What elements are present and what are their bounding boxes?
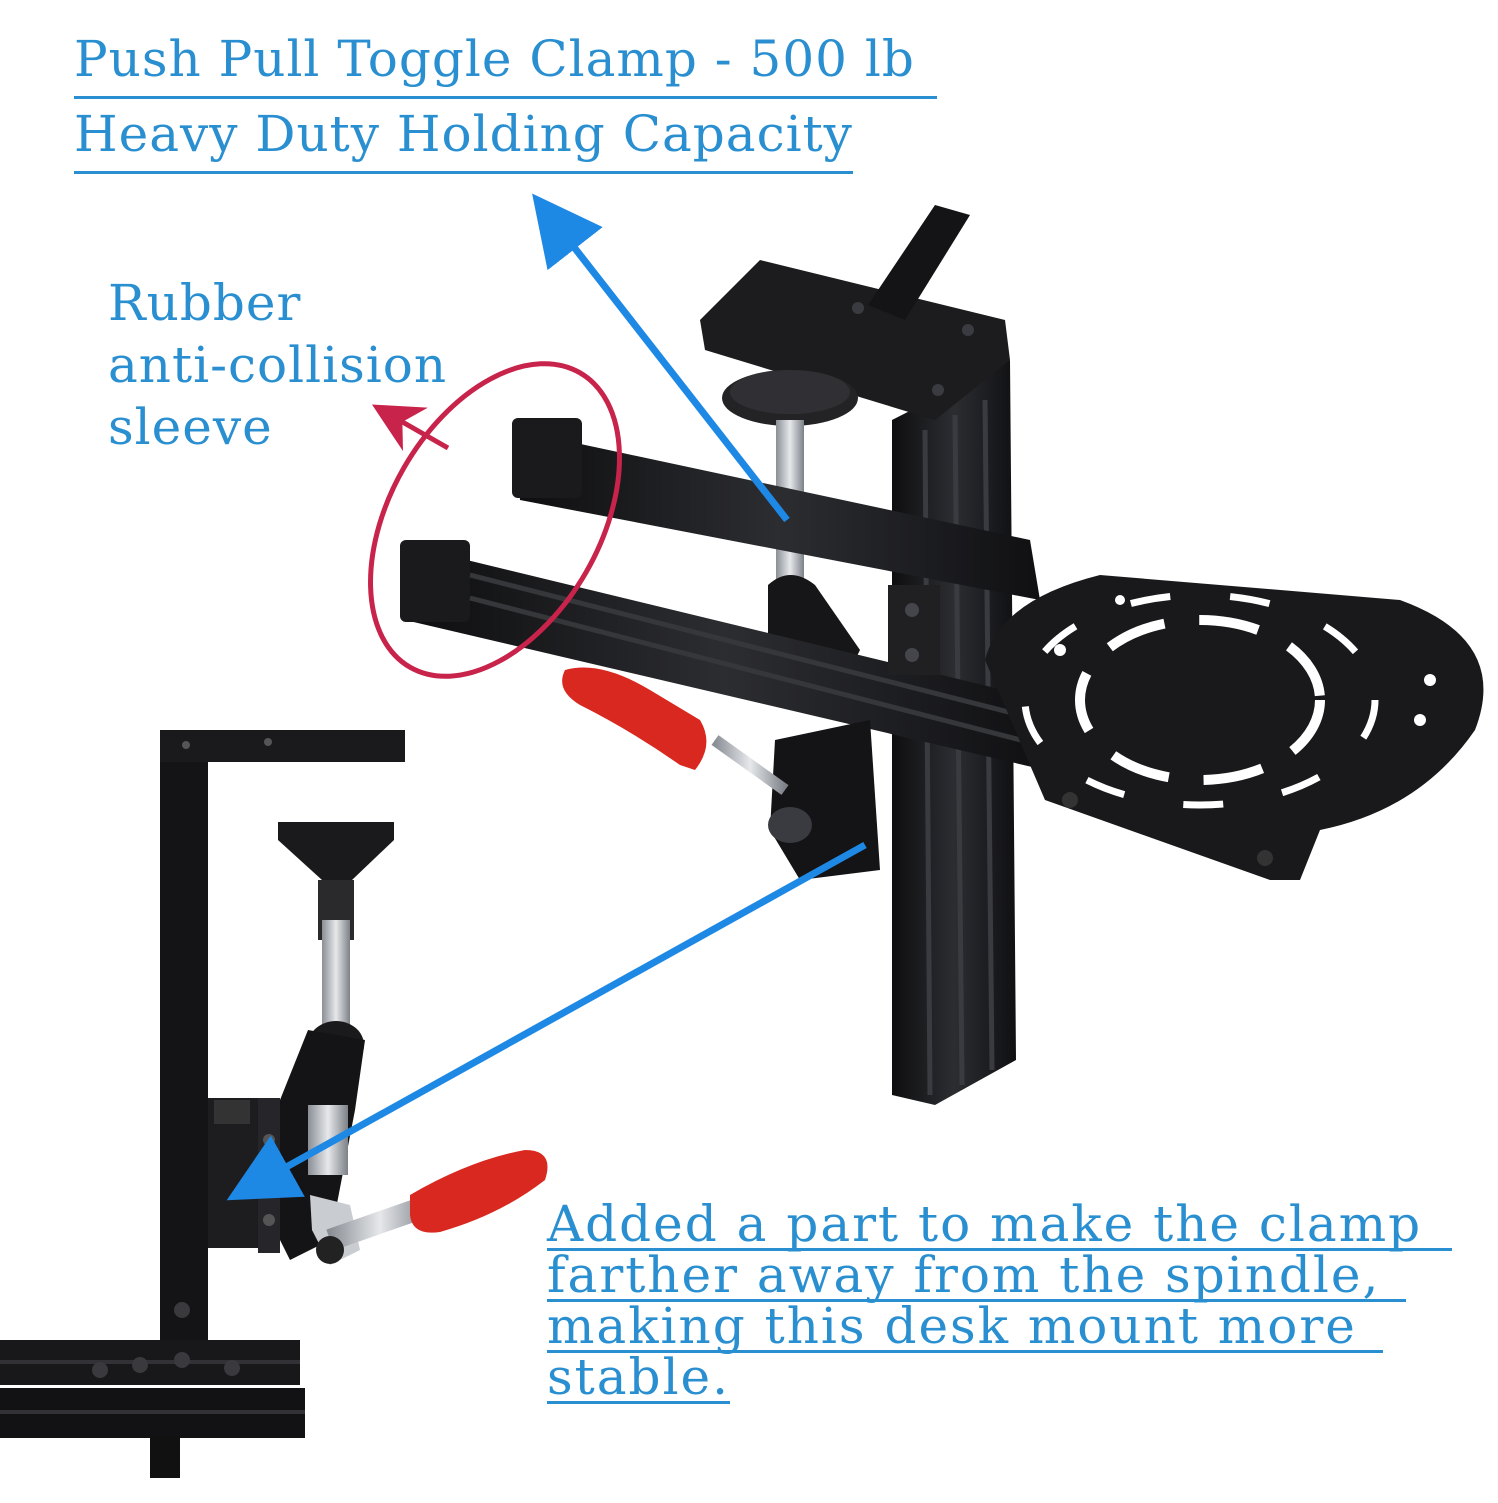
side-clamp-pad xyxy=(278,822,394,880)
caption-line: Push Pull Toggle Clamp - 500 lb xyxy=(74,24,937,99)
toggle-handle-red xyxy=(562,667,707,770)
added-part-caption: Added a part to make the clamp farther a… xyxy=(547,1199,1453,1406)
side-toggle-handle-red xyxy=(410,1150,548,1233)
side-spindle xyxy=(322,920,350,1030)
top-bar xyxy=(868,205,970,320)
caption-line: Rubber xyxy=(108,274,302,332)
top-plate xyxy=(700,260,1010,420)
caption-line: Heavy Duty Holding Capacity xyxy=(74,99,853,174)
upper-rail xyxy=(515,430,1040,600)
caption-line: making this desk mount more xyxy=(547,1301,1383,1353)
clamp-capacity-caption: Push Pull Toggle Clamp - 500 lb Heavy Du… xyxy=(74,24,937,174)
caption-line: Added a part to make the clamp xyxy=(547,1199,1453,1251)
caption-line: anti-collision xyxy=(108,336,448,394)
arrow-to-top-caption xyxy=(532,193,790,523)
arrow-to-spacer-part xyxy=(226,841,867,1201)
side-upright xyxy=(160,730,208,1380)
main-assembly xyxy=(400,205,1484,1105)
side-top-arm xyxy=(160,730,405,762)
rubber-sleeve-highlight-ring xyxy=(368,361,622,679)
side-view-assembly xyxy=(0,730,548,1478)
caption-line: farther away from the spindle, xyxy=(547,1250,1407,1302)
arrow-to-rubber-caption xyxy=(371,404,450,452)
wheel-plate xyxy=(985,575,1484,880)
caption-line: sleeve xyxy=(108,398,273,456)
caption-line: stable. xyxy=(547,1348,731,1406)
rubber-sleeve-caption: Rubber anti-collision sleeve xyxy=(108,272,447,458)
lower-clamp xyxy=(770,720,880,880)
